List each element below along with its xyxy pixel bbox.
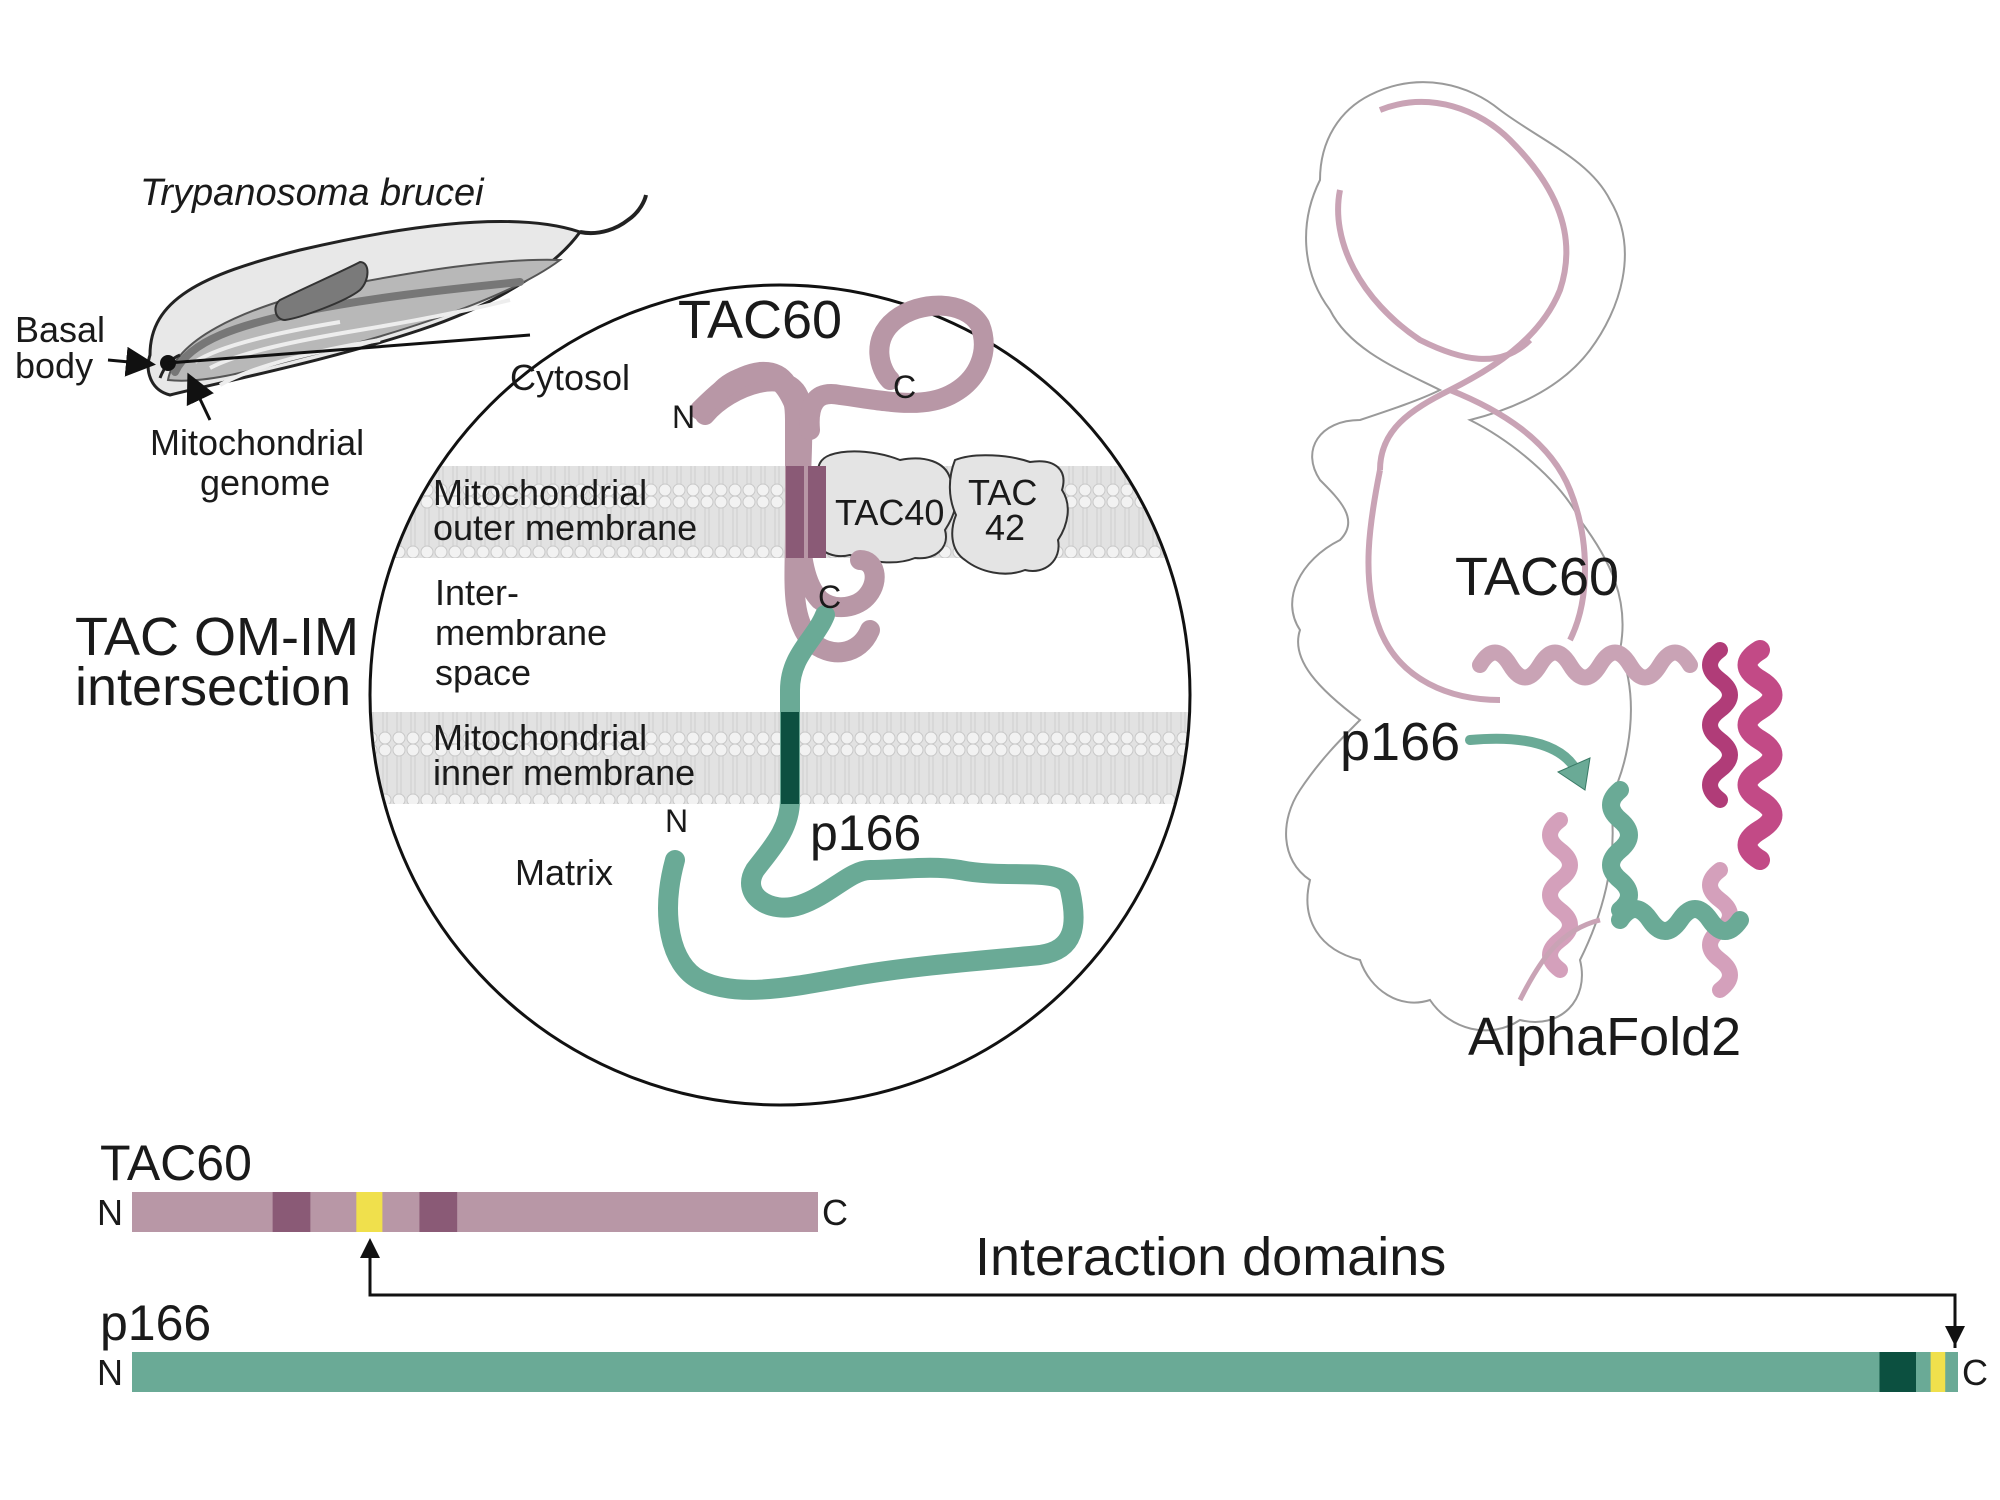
outer-membrane-label-1: Mitochondrial bbox=[433, 472, 647, 513]
tac60-bar-n: N bbox=[97, 1192, 123, 1233]
p166-bar-segments bbox=[1879, 1352, 1946, 1392]
tac40-label: TAC40 bbox=[835, 492, 944, 533]
loop-bottom bbox=[1517, 917, 1601, 1002]
p166-n-terminus: N bbox=[665, 803, 688, 839]
p166-bar bbox=[132, 1352, 1958, 1392]
domain-map: TAC60 N C p166 N C Interaction domains bbox=[97, 1135, 1988, 1393]
inset-p166-label: p166 bbox=[810, 805, 921, 861]
loop-left bbox=[1365, 469, 1501, 703]
tac60-c-terminus-2: C bbox=[818, 579, 841, 615]
cytosol-label: Cytosol bbox=[510, 357, 630, 398]
link-arrow-down bbox=[1945, 1326, 1965, 1346]
tac60-n-terminus: N bbox=[672, 399, 695, 435]
tac60-transmembrane-segment-2 bbox=[419, 1192, 458, 1232]
p166-pointer-arrow bbox=[1465, 733, 1580, 773]
p166-transmembrane-segment-0 bbox=[1879, 1352, 1917, 1392]
alphafold-label: AlphaFold2 bbox=[1468, 1007, 1741, 1067]
structure-p166-label: p166 bbox=[1340, 712, 1460, 772]
tac42-label-2: 42 bbox=[985, 507, 1025, 548]
basal-body-arrow bbox=[107, 346, 156, 377]
tac60-bar-segments bbox=[272, 1192, 458, 1232]
tac60-tm-segment-1 bbox=[786, 466, 804, 558]
loop-inner bbox=[1335, 189, 1533, 362]
tac60-helix-1 bbox=[1472, 644, 1698, 686]
tac60-c-terminus: C bbox=[893, 369, 916, 405]
mito-genome-label-2: genome bbox=[200, 462, 330, 503]
inner-membrane-label-1: Mitochondrial bbox=[433, 717, 647, 758]
p166-bar-c: C bbox=[1962, 1352, 1988, 1393]
loop-right bbox=[1448, 387, 1588, 642]
interaction-domains-label: Interaction domains bbox=[975, 1227, 1446, 1287]
trypanosome-cell: Trypanosoma brucei Basal body Mitochondr… bbox=[15, 172, 648, 503]
ims-label-1: Inter- bbox=[435, 572, 519, 613]
tac60-chain-c bbox=[799, 295, 994, 440]
tac60-tm-segment-2 bbox=[808, 466, 826, 558]
inset-tac60-label: TAC60 bbox=[678, 290, 842, 350]
alphafold-structure: TAC60 p166 AlphaFold2 bbox=[1285, 81, 1783, 1067]
p166-helix-2 bbox=[1611, 900, 1749, 940]
loop-upper bbox=[1377, 99, 1570, 471]
tac60-transmembrane-segment-0 bbox=[272, 1192, 311, 1232]
tac42-label-1: TAC bbox=[968, 472, 1037, 513]
inner-membrane-label-2: inner membrane bbox=[433, 752, 695, 793]
section-label-1: TAC OM-IM bbox=[75, 607, 359, 667]
p166-bar-n: N bbox=[97, 1352, 123, 1393]
p166-chain bbox=[658, 605, 1084, 1000]
matrix-label: Matrix bbox=[515, 852, 613, 893]
p166-bar-title: p166 bbox=[100, 1295, 211, 1351]
mito-genome-arrow bbox=[186, 372, 214, 421]
zoom-line bbox=[167, 333, 531, 365]
interaction-link bbox=[368, 1252, 1957, 1348]
p166-interaction-segment-1 bbox=[1930, 1352, 1946, 1392]
organism-name: Trypanosoma brucei bbox=[140, 172, 485, 214]
tac42-complex bbox=[948, 454, 1069, 575]
tac60-helix-3 bbox=[1702, 642, 1738, 808]
tac60-bar-c: C bbox=[822, 1192, 848, 1233]
basal-body-label-1: Basal bbox=[15, 309, 105, 350]
ims-label-2: membrane bbox=[435, 612, 607, 653]
p166-tm-segment bbox=[781, 712, 799, 804]
structure-tac60-label: TAC60 bbox=[1455, 547, 1619, 607]
tac60-bar bbox=[132, 1192, 818, 1232]
ims-label-3: space bbox=[435, 652, 531, 693]
tac60-bar-title: TAC60 bbox=[100, 1135, 252, 1191]
p166-helix-1 bbox=[1602, 781, 1638, 919]
tac60-helix-2 bbox=[1737, 640, 1783, 870]
tac60-interaction-segment-1 bbox=[356, 1192, 383, 1232]
basal-body-label-2: body bbox=[15, 345, 93, 386]
inset-circle: TAC40 TAC 42 Cytosol Mitochondrial outer… bbox=[368, 283, 1192, 1107]
mito-genome-label-1: Mitochondrial bbox=[150, 422, 364, 463]
link-arrow-up bbox=[360, 1238, 380, 1258]
section-label-2: intersection bbox=[75, 657, 351, 717]
outer-membrane-label-2: outer membrane bbox=[433, 507, 697, 548]
